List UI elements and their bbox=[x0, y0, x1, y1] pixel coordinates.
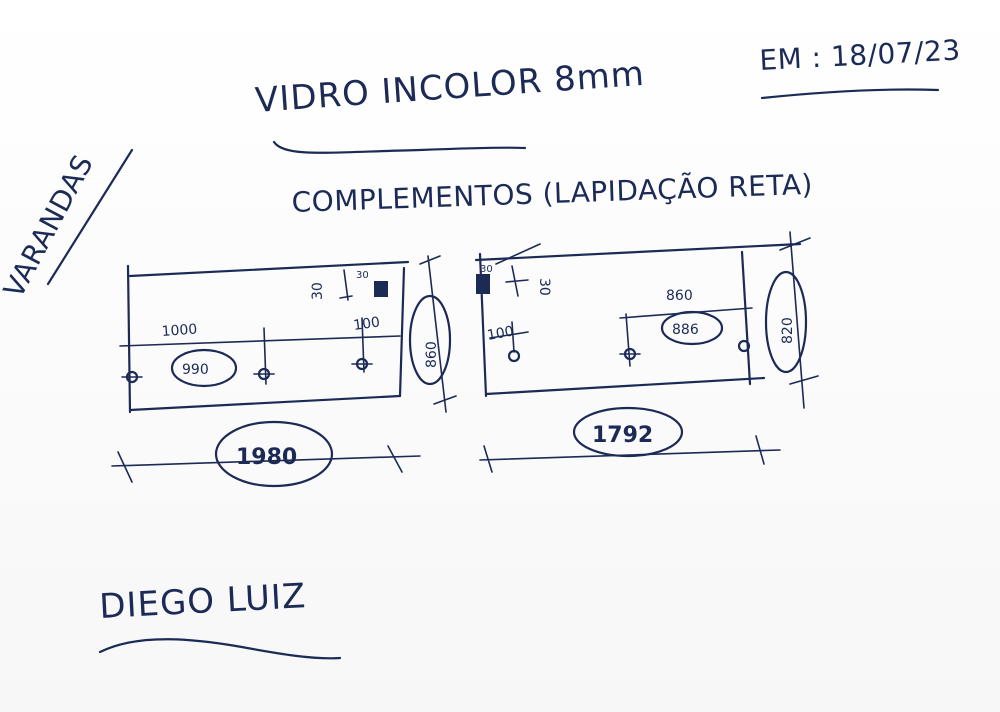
right-edge-offset: 100 bbox=[486, 324, 515, 344]
left-width-line bbox=[111, 455, 421, 467]
right-panel-bottom bbox=[484, 376, 766, 396]
left-span-inner: 990 bbox=[182, 362, 209, 378]
right-cutout-dim bbox=[495, 243, 541, 297]
right-width-ticks bbox=[483, 435, 765, 473]
right-offset-marks bbox=[489, 321, 529, 353]
signature-underline bbox=[98, 638, 342, 660]
right-height-ticks bbox=[779, 237, 819, 385]
signature-text: DIEGO LUIZ bbox=[98, 576, 307, 627]
right-hole-1 bbox=[507, 349, 521, 363]
left-cutout-height: 30 bbox=[310, 282, 326, 300]
drawing-left: 30 30 1000 990 100 860 1980 bbox=[111, 255, 457, 488]
right-cutout-height: 30 bbox=[536, 278, 552, 296]
left-edge-offset: 100 bbox=[352, 314, 381, 334]
left-height-line bbox=[427, 255, 447, 413]
left-span-inner-oval bbox=[170, 348, 238, 388]
right-height-oval bbox=[764, 270, 808, 374]
right-span-inner-oval bbox=[660, 310, 724, 346]
right-total-width: 1792 bbox=[592, 423, 653, 448]
left-panel-left bbox=[126, 264, 132, 414]
date-underline bbox=[760, 88, 940, 100]
left-panel-bottom bbox=[128, 394, 402, 412]
right-height-line bbox=[789, 231, 805, 409]
left-width-oval bbox=[214, 420, 334, 488]
left-span-tick bbox=[263, 327, 267, 385]
left-cutout-width: 30 bbox=[356, 270, 369, 281]
left-total-width: 1980 bbox=[236, 445, 297, 470]
side-note-underline bbox=[46, 148, 134, 286]
left-span-length: 1000 bbox=[161, 322, 198, 340]
left-cutout-dim bbox=[339, 269, 353, 301]
right-panel-right bbox=[740, 250, 752, 386]
left-offset-tick bbox=[361, 317, 365, 373]
drawing-right: 30 30 860 886 100 820 1792 bbox=[474, 231, 819, 473]
right-span-length: 860 bbox=[666, 288, 693, 304]
right-span-tick bbox=[625, 313, 631, 367]
date-label: EM : 18/07/23 bbox=[759, 33, 962, 76]
right-hole-3 bbox=[737, 339, 751, 353]
left-cutout bbox=[374, 281, 388, 297]
title-underline bbox=[272, 140, 527, 154]
left-height: 860 bbox=[424, 341, 440, 368]
subtitle-text: COMPLEMENTOS (LAPIDAÇÃO RETA) bbox=[291, 168, 813, 219]
left-panel-right bbox=[398, 266, 406, 398]
left-span-line bbox=[119, 335, 401, 347]
right-cutout-width: 30 bbox=[480, 264, 493, 275]
right-span-inner: 886 bbox=[672, 322, 699, 338]
right-height: 820 bbox=[780, 317, 796, 344]
left-height-oval bbox=[408, 294, 452, 386]
left-panel-top bbox=[128, 260, 410, 278]
title-text: VIDRO INCOLOR 8mm bbox=[254, 54, 646, 121]
left-width-ticks bbox=[117, 445, 403, 483]
left-hole-crosses bbox=[121, 363, 373, 378]
right-cutout bbox=[476, 274, 490, 294]
right-width-oval bbox=[572, 406, 684, 458]
left-height-ticks bbox=[419, 255, 457, 405]
right-panel-top bbox=[474, 242, 802, 262]
